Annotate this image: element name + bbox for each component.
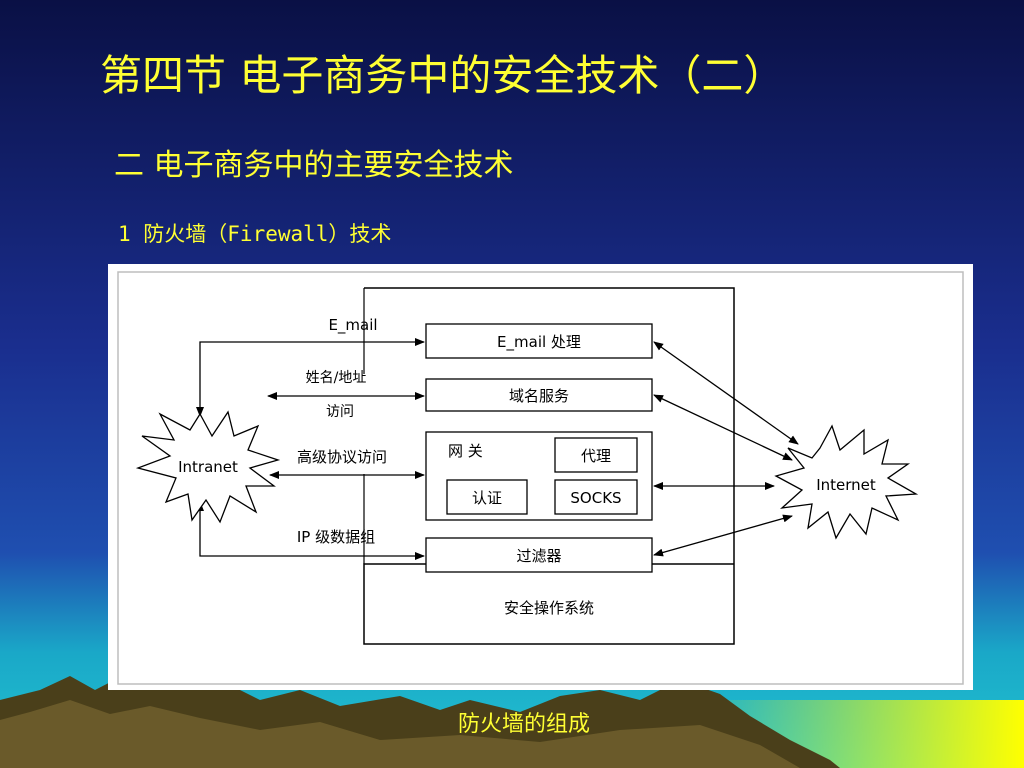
secure-os-label: 安全操作系统 — [504, 599, 594, 617]
filter-box — [425, 537, 653, 573]
email-processing-box — [425, 323, 653, 359]
section-heading: 1 防火墙（Firewall）技术 — [118, 222, 392, 246]
email-arrow — [196, 338, 425, 417]
filter-label: 过滤器 — [516, 547, 561, 565]
internet-domain-arrow — [653, 394, 793, 461]
filter-arrow — [196, 501, 425, 560]
socks-label: SOCKS — [570, 489, 621, 507]
firewall-diagram-panel: E_mail 处理 域名服务 网 关 代理 认证 SOCKS 过滤器 安全操作系… — [108, 264, 973, 690]
diagram-frame — [117, 271, 964, 685]
diagram-caption: 防火墙的组成 — [458, 712, 591, 737]
domain-service-box — [425, 378, 653, 412]
internet-label: Internet — [816, 476, 876, 494]
firewall-diagram: E_mail 处理 域名服务 网 关 代理 认证 SOCKS 过滤器 安全操作系… — [117, 271, 964, 685]
socks-box — [554, 479, 638, 515]
auth-box — [446, 479, 528, 515]
intranet-burst — [135, 410, 281, 524]
email-flow-label: E_mail — [328, 316, 377, 335]
ip-packet-label: IP 级数据组 — [297, 528, 375, 546]
email-processing-label: E_mail 处理 — [497, 333, 581, 352]
auth-label: 认证 — [472, 489, 502, 507]
slide-title: 第四节 电子商务中的安全技术（二） — [100, 51, 786, 100]
access-label: 访问 — [326, 404, 354, 420]
slide-subtitle: 二 电子商务中的主要安全技术 — [114, 148, 514, 183]
internet-filter-arrow — [653, 514, 793, 557]
intranet-label: Intranet — [178, 458, 238, 476]
proxy-label: 代理 — [581, 447, 611, 465]
name-address-label: 姓名/地址 — [306, 370, 367, 386]
gateway-label: 网 关 — [448, 442, 483, 460]
high-protocol-label: 高级协议访问 — [297, 448, 387, 466]
proxy-box — [554, 437, 638, 473]
domain-service-label: 域名服务 — [509, 387, 569, 405]
internet-burst — [774, 424, 919, 540]
